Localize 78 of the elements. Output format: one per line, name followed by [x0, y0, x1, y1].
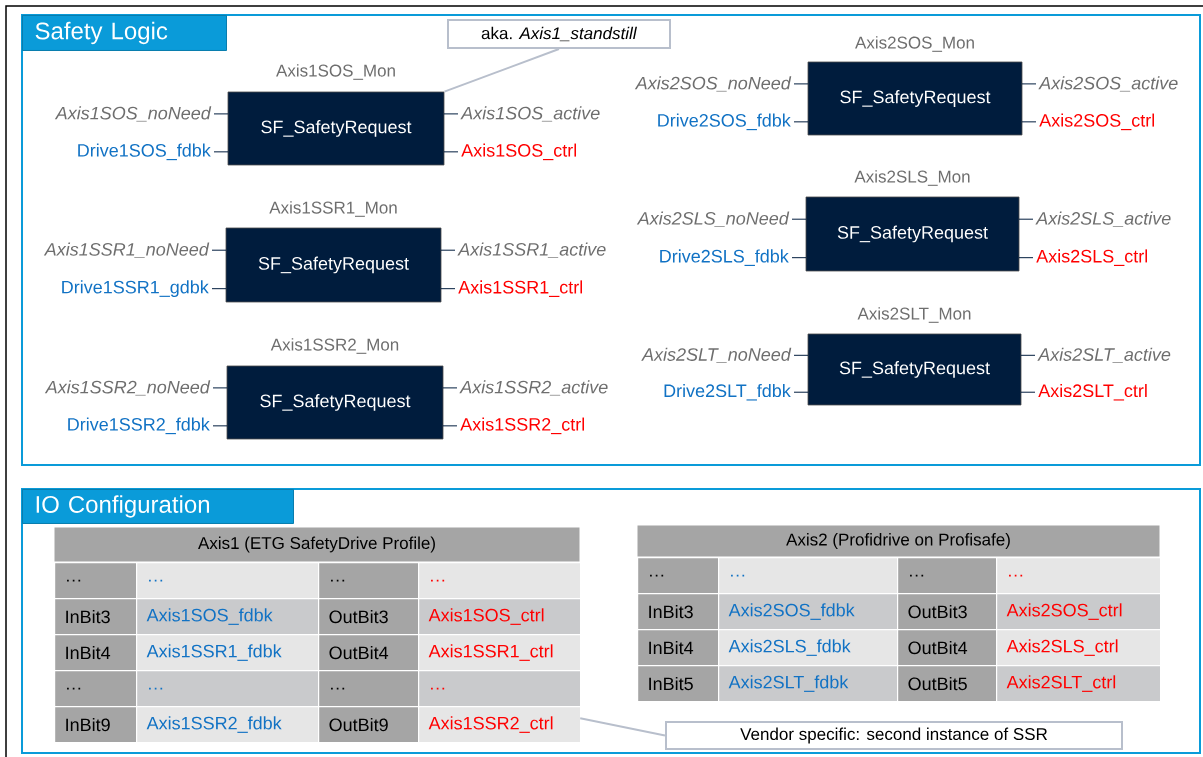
signal-label: Drive1SOS_fdbk	[78, 143, 211, 161]
table-cell: OutBit4	[318, 634, 420, 672]
signal-label: Axis1SOS_noNeed	[54, 106, 212, 122]
signal-label: Axis2SLT_ctrl	[1038, 383, 1147, 401]
function-block: SF_SafetyRequest	[807, 61, 1023, 136]
table-cell: InBit4	[637, 629, 720, 667]
table-cell: …	[718, 557, 899, 595]
table-cell: …	[54, 670, 138, 708]
table-cell: Axis1SSR2_ctrl	[418, 706, 582, 744]
table-cell: Axis2SLS_fdbk	[718, 629, 899, 667]
block-title: Axis1SSR1_Mon	[269, 201, 397, 217]
signal-label: Axis1SOS_active	[460, 106, 600, 122]
table-cell: …	[54, 562, 138, 600]
block-title: Axis2SLT_Mon	[857, 307, 971, 323]
function-block: SF_SafetyRequest	[227, 91, 445, 166]
signal-label: Axis1SSR1_active	[457, 242, 606, 258]
function-block: SF_SafetyRequest	[807, 333, 1022, 406]
callout-box: aka. Axis1_standstill	[447, 19, 671, 49]
signal-label: Axis1SSR1_ctrl	[458, 280, 583, 297]
signal-label: Axis2SLS_noNeed	[636, 211, 790, 227]
table-cell: …	[418, 670, 582, 708]
signal-label: Axis1SSR2_ctrl	[460, 417, 585, 435]
table-cell: …	[418, 562, 582, 600]
block-title: Axis2SLS_Mon	[854, 170, 970, 186]
signal-label: Drive2SOS_fdbk	[658, 113, 791, 131]
signal-label: Axis2SLS_active	[1035, 211, 1171, 227]
table-cell: OutBit4	[897, 629, 998, 667]
table-cell: …	[897, 557, 998, 595]
signal-label: Drive2SLS_fdbk	[660, 249, 789, 266]
signal-label: Axis1SOS_ctrl	[461, 143, 577, 161]
function-block: SF_SafetyRequest	[805, 196, 1020, 272]
table-cell: …	[318, 670, 420, 708]
signal-label: Drive2SLT_fdbk	[664, 383, 791, 401]
table-cell: Axis1SSR1_ctrl	[418, 634, 582, 672]
table-cell: Axis2SLT_fdbk	[718, 665, 899, 703]
function-block: SF_SafetyRequest	[226, 365, 444, 440]
signal-label: Drive1SSR1_gdbk	[62, 280, 209, 298]
leader-line	[579, 717, 666, 737]
table-cell: …	[996, 557, 1162, 595]
table-cell: OutBit3	[318, 598, 420, 636]
table-cell: …	[637, 557, 720, 595]
table-cell: InBit5	[637, 665, 720, 703]
table-cell: …	[136, 670, 320, 708]
callout-box: Vendor specific: second instance of SSR	[665, 721, 1123, 750]
signal-label: Axis2SLT_active	[1037, 347, 1171, 363]
panel-tab: Safety Logic	[22, 15, 227, 51]
function-block: SF_SafetyRequest	[225, 227, 442, 303]
signal-label: Axis2SOS_noNeed	[634, 76, 792, 92]
block-title: Axis1SSR2_Mon	[270, 338, 399, 354]
signal-label: Axis2SOS_ctrl	[1039, 113, 1155, 131]
table-cell: Axis2SOS_fdbk	[718, 593, 899, 631]
signal-label: Axis1SSR2_noNeed	[44, 380, 211, 396]
table-cell: InBit3	[637, 593, 720, 631]
table-cell: InBit4	[54, 634, 138, 672]
table-cell: OutBit5	[897, 665, 998, 703]
table-cell: Axis1SOS_fdbk	[136, 598, 320, 636]
signal-label: Drive1SSR2_fdbk	[68, 417, 210, 435]
table-cell: Axis1SOS_ctrl	[418, 598, 582, 636]
leader-line	[443, 48, 560, 93]
panel-tab: IO Configuration	[22, 489, 294, 524]
table-cell: Axis2SOS_ctrl	[996, 593, 1162, 631]
signal-label: Axis2SLS_ctrl	[1036, 249, 1148, 266]
signal-label: Axis2SOS_active	[1038, 76, 1178, 92]
table-cell: InBit3	[54, 598, 138, 636]
block-title: Axis2SOS_Mon	[855, 36, 974, 52]
table-cell: Axis2SLS_ctrl	[996, 629, 1162, 667]
table-cell: …	[136, 562, 320, 600]
table-cell: OutBit3	[897, 593, 998, 631]
table-cell: Axis1SSR2_fdbk	[136, 706, 320, 744]
table-cell: …	[318, 562, 420, 600]
table-cell: Axis2SLT_ctrl	[996, 665, 1162, 703]
signal-label: Axis1SSR2_active	[459, 380, 608, 396]
signal-label: Axis2SLT_noNeed	[641, 347, 792, 363]
table-cell: InBit9	[54, 706, 138, 744]
table-cell: Axis1SSR1_fdbk	[136, 634, 320, 672]
signal-label: Axis1SSR1_noNeed	[43, 242, 210, 258]
table-cell: OutBit9	[318, 706, 420, 744]
block-title: Axis1SOS_Mon	[276, 64, 395, 80]
